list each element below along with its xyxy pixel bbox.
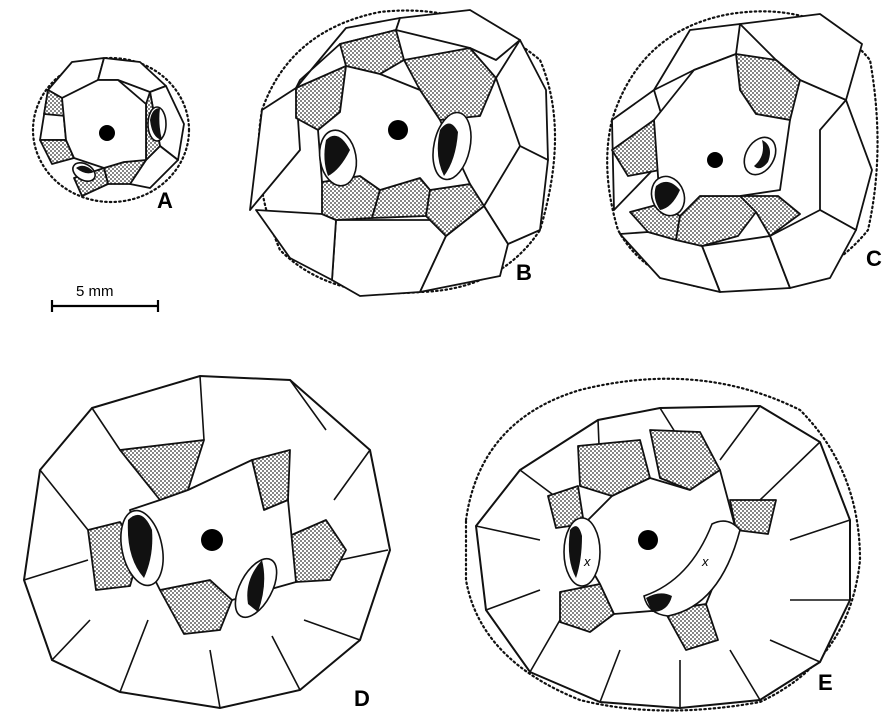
plate-a-center — [62, 80, 146, 168]
center-dot-c — [707, 152, 723, 168]
panel-label-e: E — [818, 670, 833, 695]
plate-b-outer-bottom-left — [256, 210, 336, 280]
center-dot-e — [638, 530, 658, 550]
panel-a: A — [33, 58, 189, 213]
panel-label-d: D — [354, 686, 370, 711]
scale-bar: 5 mm — [52, 283, 158, 312]
scale-bar-text: 5 mm — [76, 283, 114, 300]
panel-label-a: A — [157, 188, 173, 213]
panel-e: x x E — [466, 379, 860, 711]
panel-label-b: B — [516, 260, 532, 285]
panel-label-c: C — [866, 246, 882, 271]
plate-b-outer-right — [496, 40, 548, 160]
scale-bar-line — [52, 300, 158, 312]
plate-c-outer-right — [820, 100, 872, 230]
center-dot-b — [388, 120, 408, 140]
center-dot-d — [201, 529, 223, 551]
marker-x-right: x — [701, 554, 709, 569]
panel-b: B — [250, 10, 555, 296]
plate-b-outer-left — [250, 88, 300, 210]
panel-d: D — [24, 376, 390, 711]
center-dot-a — [99, 125, 115, 141]
panel-c: C — [607, 11, 882, 292]
marker-x-left: x — [583, 554, 591, 569]
